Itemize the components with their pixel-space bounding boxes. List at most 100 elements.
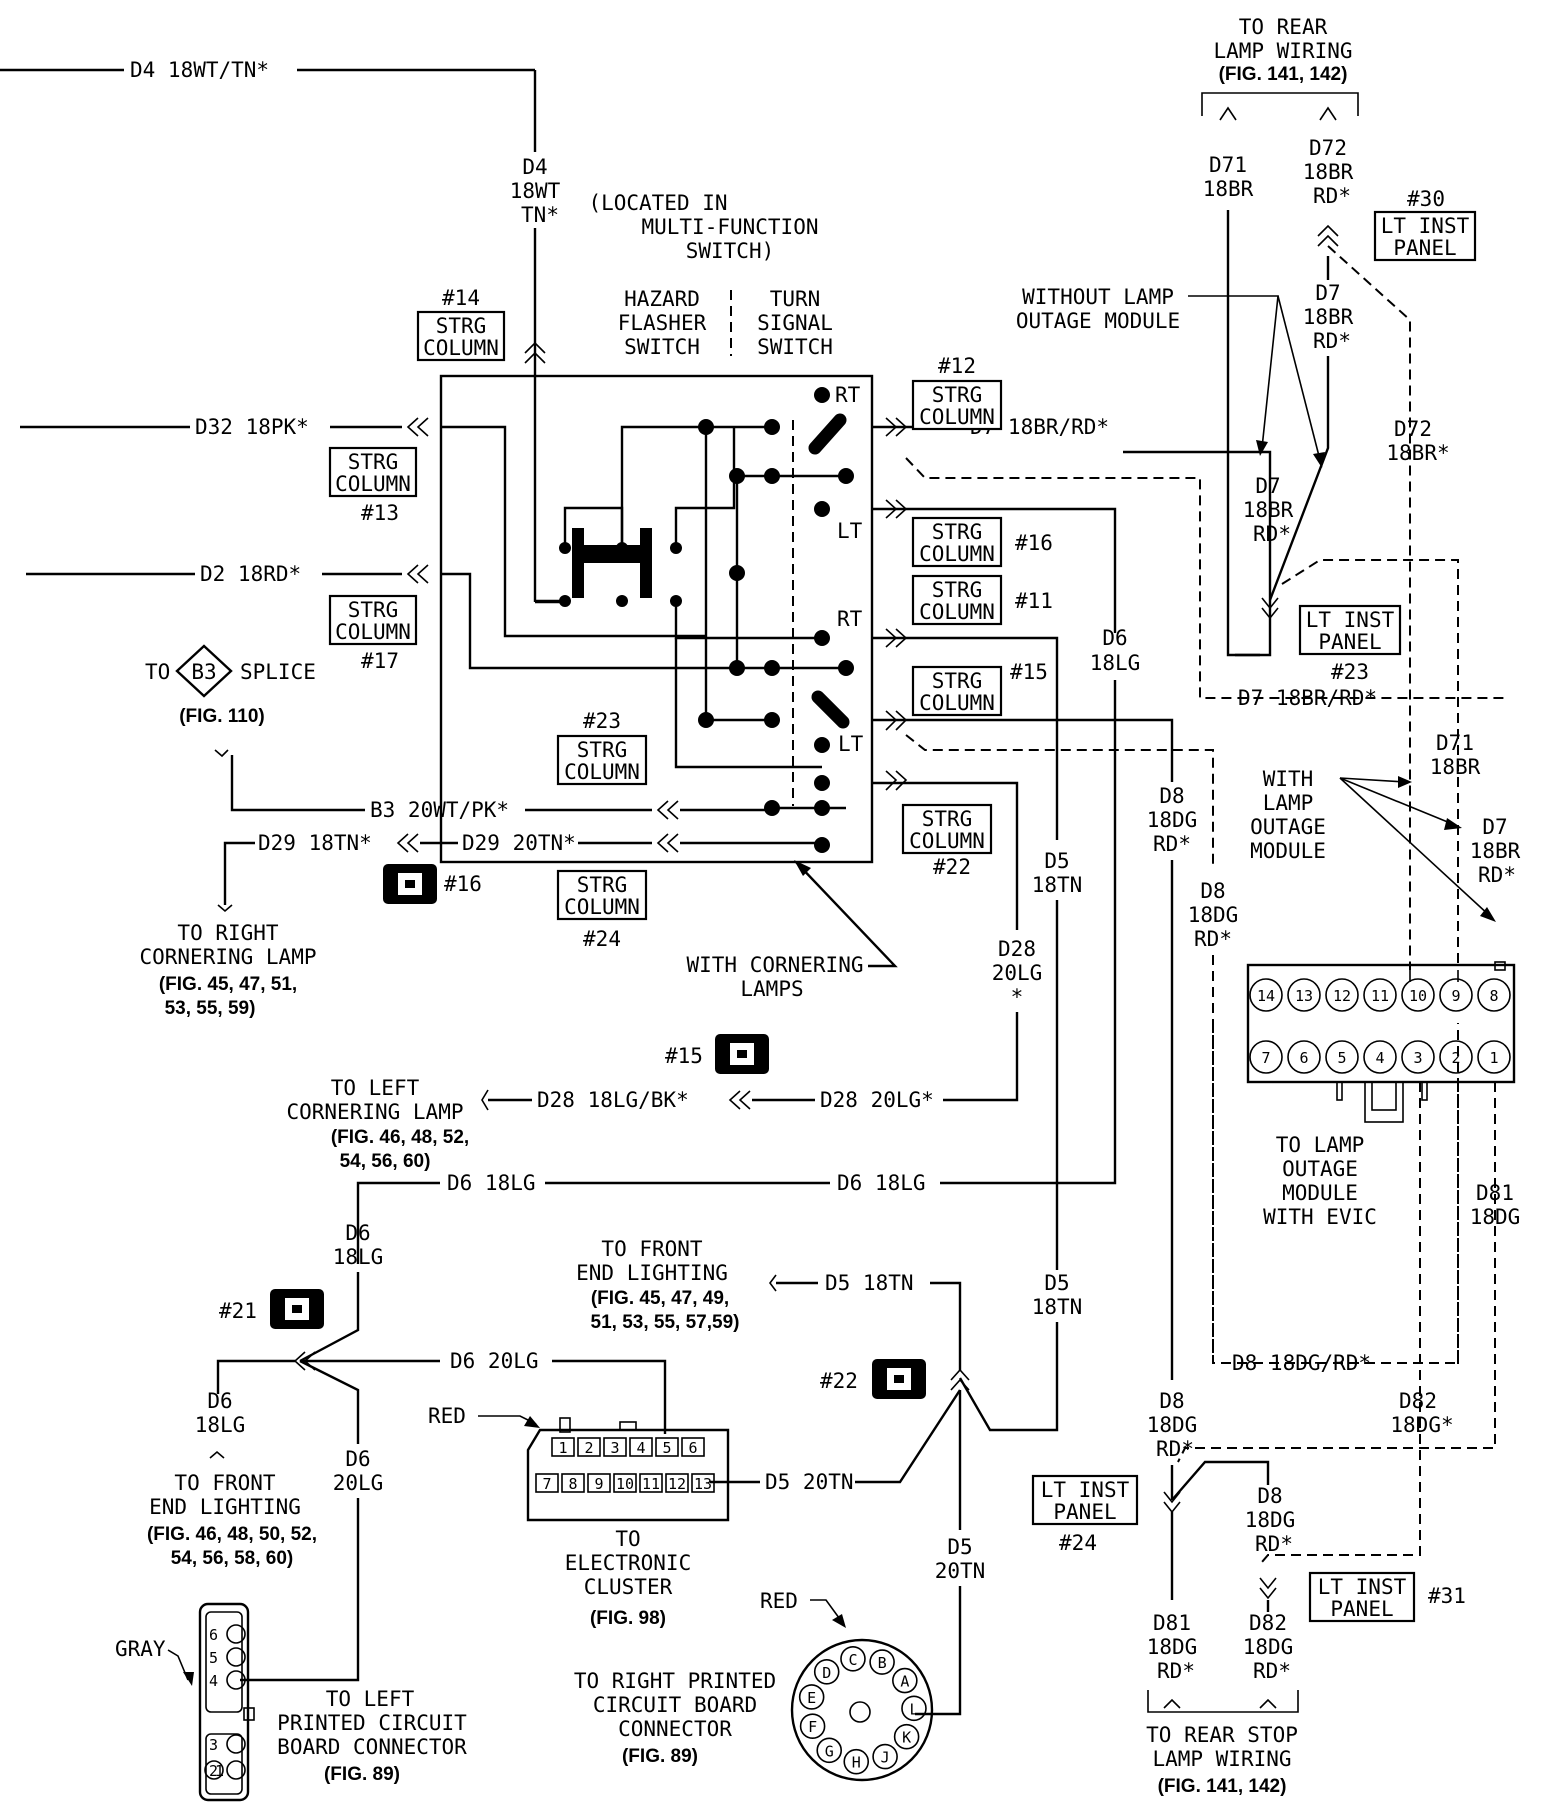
rear-lamp-2: LAMP WIRING — [1213, 39, 1352, 63]
right-pcb-pin-F: F — [808, 1718, 817, 1736]
ref-24b: #24 — [1059, 1531, 1097, 1555]
cluster-pin-box-12 — [665, 1473, 689, 1493]
right-pcb-pin-B: B — [878, 1654, 887, 1672]
strg11-2: COLUMN — [919, 600, 995, 624]
module-pin-11: 11 — [1371, 987, 1389, 1005]
wire-d32: D32 18PK* — [195, 415, 309, 439]
module-pin-13: 13 — [1295, 987, 1313, 1005]
with-module-3: OUTAGE — [1250, 815, 1326, 839]
wire-d29-l: D29 18TN* — [258, 831, 372, 855]
cluster-pin-8: 8 — [568, 1475, 577, 1493]
wire-d7-m-2: 18BR — [1470, 839, 1521, 863]
module-pin-5: 5 — [1337, 1049, 1346, 1067]
wire-d8-c-1: D8 — [1159, 1389, 1184, 1413]
cluster-pin-3: 3 — [610, 1439, 619, 1457]
hazard-contact-post-left — [572, 528, 584, 598]
strg24-1: STRG — [577, 873, 628, 897]
wire-d6-v3-2: 20LG — [333, 1471, 384, 1495]
right-pcb-pin-circle-H — [843, 1748, 870, 1775]
cluster-pin-6: 6 — [688, 1439, 697, 1457]
cluster-pin-box-10 — [613, 1473, 637, 1493]
cluster-2: ELECTRONIC — [565, 1551, 691, 1575]
wire-d4-v-1: D4 — [522, 155, 547, 179]
cluster-pin-13: 13 — [694, 1475, 712, 1493]
right-pcb-pin-circle-J — [872, 1743, 898, 1770]
module-pin-6: 6 — [1299, 1049, 1308, 1067]
splice-suffix: SPLICE — [240, 660, 316, 684]
wire-d82-b-3: RD* — [1253, 1659, 1291, 1683]
wire-d72-top-1: D72 — [1309, 136, 1347, 160]
right-pcb-pin-circle-D — [813, 1659, 840, 1685]
strg13-1: STRG — [348, 450, 399, 474]
strg22-2: COLUMN — [909, 829, 985, 853]
lt24-2: PANEL — [1053, 1500, 1116, 1524]
right-pcb-pin-circle-A — [892, 1667, 918, 1694]
module-pin-circle-1 — [1477, 1040, 1511, 1074]
strg16-2: COLUMN — [919, 542, 995, 566]
wire-d7-a-2: 18BR — [1303, 305, 1354, 329]
right-pcb-2: CIRCUIT BOARD — [593, 1693, 757, 1717]
strg11-1: STRG — [932, 578, 983, 602]
wire-d8-b-2: 18DG — [1188, 903, 1239, 927]
with-cornering-1: WITH CORNERING — [686, 953, 863, 977]
wire-d6-v2-2: 18LG — [195, 1413, 246, 1437]
switch-location-2: MULTI-FUNCTION — [641, 215, 818, 239]
switch-location-1: (LOCATED IN — [588, 191, 727, 215]
ref-14: #14 — [442, 286, 480, 310]
module-pin-1: 1 — [1489, 1049, 1498, 1067]
right-pcb-4: (FIG. 89) — [622, 1746, 698, 1767]
wire-d71-top-1: D71 — [1209, 153, 1247, 177]
module-pin-circle-12 — [1325, 978, 1359, 1012]
cluster-pin-box-2 — [577, 1437, 601, 1457]
hazard-contact-post-right — [640, 528, 652, 598]
wire-d71-m-2: 18BR — [1430, 755, 1481, 779]
rear-lamp-1: TO REAR — [1239, 15, 1328, 39]
wire-d29-r: D29 20TN* — [462, 831, 576, 855]
module-pin-14: 14 — [1257, 987, 1275, 1005]
left-cornering-3: (FIG. 46, 48, 52, — [331, 1127, 469, 1148]
cluster-pin-box-4 — [629, 1437, 653, 1457]
ref-12: #12 — [938, 354, 976, 378]
left-pcb-4: (FIG. 89) — [324, 1764, 400, 1785]
wire-d81-b-2: 18DG — [1147, 1635, 1198, 1659]
turn-label-3: SWITCH — [757, 335, 833, 359]
lt31-2: PANEL — [1330, 1597, 1393, 1621]
front-lighting-left-4: 54, 56, 58, 60) — [171, 1548, 294, 1569]
wire-d8-c-2: 18DG — [1147, 1413, 1198, 1437]
cluster-pin-2: 2 — [584, 1439, 593, 1457]
left-pcb-pin-5: 5 — [209, 1649, 218, 1667]
lt24-1: LT INST — [1041, 1478, 1130, 1502]
left-cornering-4: 54, 56, 60) — [340, 1151, 431, 1172]
wire-d5-a-2: 18TN — [1032, 873, 1083, 897]
without-module-1: WITHOUT LAMP — [1022, 285, 1174, 309]
wire-d5-v-2: 20TN — [935, 1559, 986, 1583]
cluster-pin-7: 7 — [542, 1475, 551, 1493]
wire-d6-a-1: D6 — [1102, 626, 1127, 650]
strg14-2: COLUMN — [423, 336, 499, 360]
turn-label-1: TURN — [770, 287, 821, 311]
module-pin-circle-13 — [1287, 978, 1321, 1012]
rear-stop-1: TO REAR STOP — [1146, 1723, 1298, 1747]
module-pin-3: 3 — [1413, 1049, 1422, 1067]
module-pin-10: 10 — [1409, 987, 1427, 1005]
front-lighting-top-4: 51, 53, 55, 57,59) — [591, 1312, 740, 1333]
module-label-3: MODULE — [1282, 1181, 1358, 1205]
ref-24a: #24 — [583, 927, 621, 951]
module-label-1: TO LAMP — [1276, 1133, 1365, 1157]
left-pcb-pin-circle-5 — [226, 1647, 246, 1667]
with-module-2: LAMP — [1263, 791, 1314, 815]
ref-15-conn: #15 — [665, 1044, 703, 1068]
wire-d8-a-3: RD* — [1153, 832, 1191, 856]
cluster-pin-12: 12 — [668, 1475, 686, 1493]
strg12-1: STRG — [932, 383, 983, 407]
right-pcb-pin-A: A — [900, 1673, 909, 1691]
front-lighting-left-3: (FIG. 46, 48, 50, 52, — [147, 1524, 317, 1545]
cluster-pin-box-13 — [691, 1473, 715, 1493]
wire-d6-h1: D6 18LG — [447, 1171, 536, 1195]
ref-21: #21 — [219, 1299, 257, 1323]
wire-d6-v1-2: 18LG — [333, 1245, 384, 1269]
pin-rt-top: RT — [835, 383, 861, 407]
module-pin-circle-5 — [1325, 1040, 1359, 1074]
right-pcb-pin-circle-C — [840, 1645, 866, 1672]
